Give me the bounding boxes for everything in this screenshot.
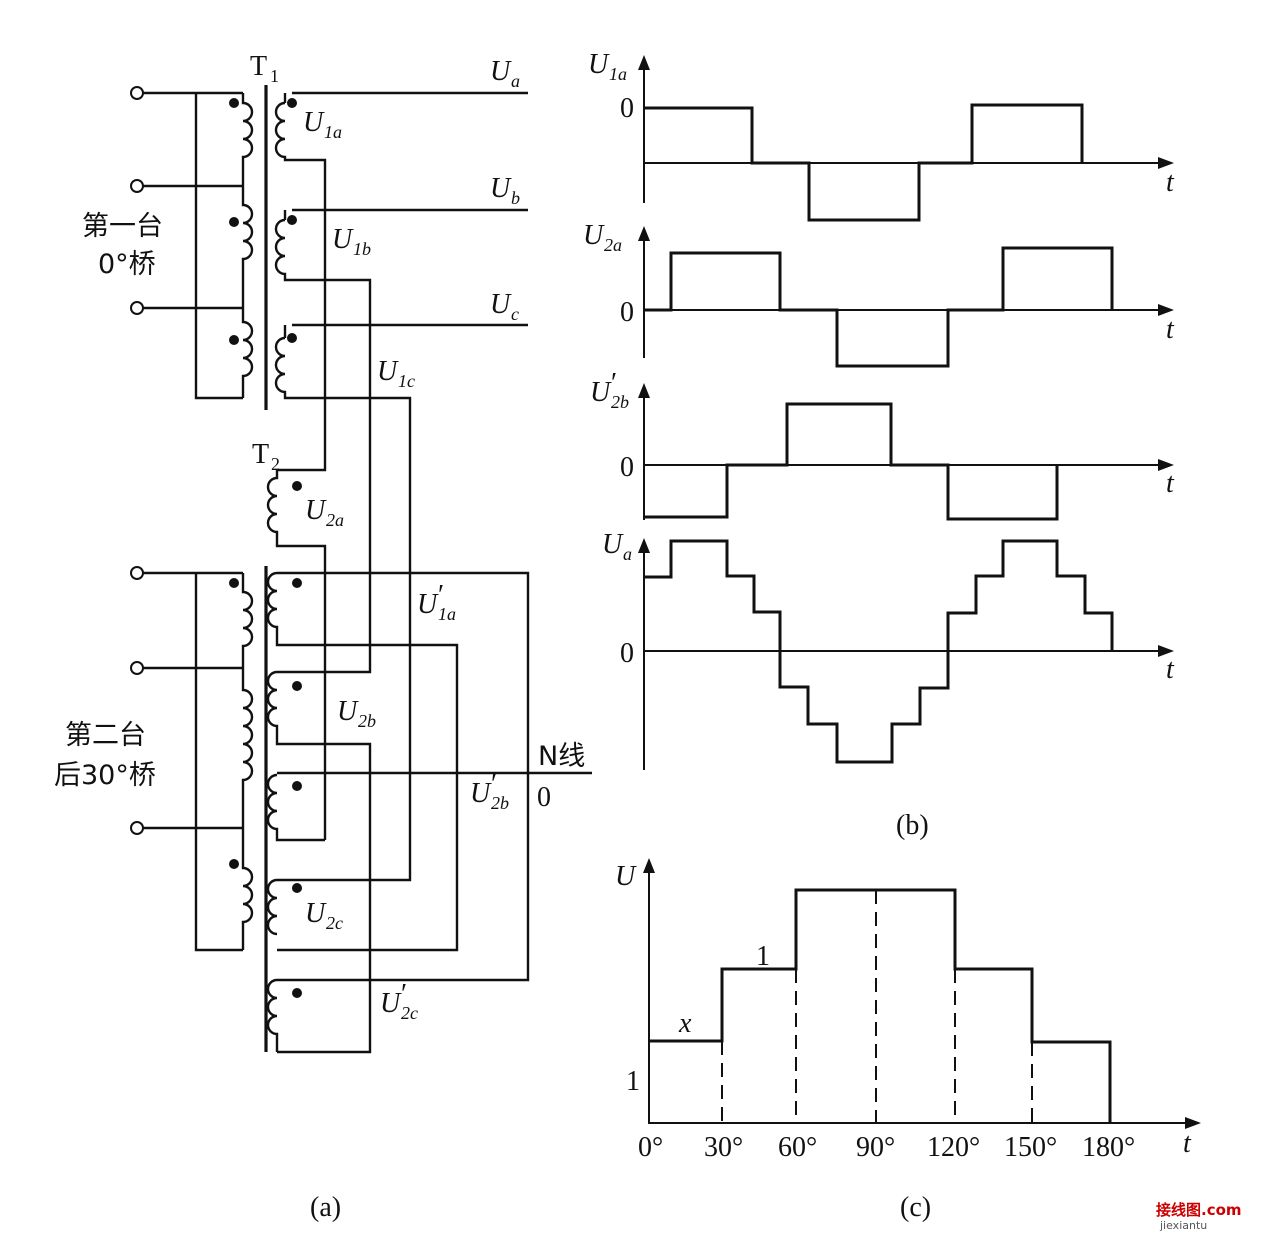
watermark: 接线图.com jiexiantu xyxy=(1156,1201,1242,1232)
wave-u1a xyxy=(644,103,1084,222)
svg-text:′: ′ xyxy=(491,769,497,800)
first-bridge-label: 第一台 xyxy=(82,211,163,242)
svg-text:2b: 2b xyxy=(611,392,629,412)
tick-120: 120° xyxy=(927,1132,980,1163)
t1-primary-coil-a xyxy=(241,93,254,186)
input-terminal-1 xyxy=(130,86,144,100)
svg-text:0: 0 xyxy=(620,638,634,669)
svg-text:2a: 2a xyxy=(604,235,622,255)
tick-150: 150° xyxy=(1004,1132,1057,1163)
svg-text:2b: 2b xyxy=(491,793,509,813)
input-terminal-2 xyxy=(130,179,144,193)
svg-text:1a: 1a xyxy=(609,64,627,84)
u2b-label: U xyxy=(337,696,359,727)
uc-output-label: U xyxy=(490,289,512,320)
svg-text:′: ′ xyxy=(438,580,444,611)
svg-text:1: 1 xyxy=(270,66,279,86)
wave-u2b-prime xyxy=(644,402,1059,521)
u2a-label: U xyxy=(305,495,327,526)
n-line-zero: 0 xyxy=(537,782,551,813)
input-terminal-6 xyxy=(130,821,144,835)
u2c-prime-label: U xyxy=(380,988,402,1019)
svg-text:t: t xyxy=(1166,314,1175,345)
svg-text:b: b xyxy=(511,188,520,208)
svg-text:a: a xyxy=(511,71,520,91)
first-bridge-angle: 0°桥 xyxy=(98,249,156,280)
chart-c-t-label: t xyxy=(1183,1128,1192,1159)
caption-b: (b) xyxy=(896,810,929,841)
svg-text:2a: 2a xyxy=(326,510,344,530)
wave-ua-sum xyxy=(644,539,1114,764)
transformer-circuit xyxy=(130,85,592,1054)
chart-c-y-label: U xyxy=(615,861,637,892)
tick-60: 60° xyxy=(778,1132,817,1163)
t1-label: T xyxy=(250,51,267,82)
u1c-label: U xyxy=(377,356,399,387)
tick-30: 30° xyxy=(704,1132,743,1163)
input-terminal-4 xyxy=(130,566,144,580)
waveforms: U 1a 0 t U 2a 0 t U ′ 2b 0 t U a 0 t (b) xyxy=(583,49,1175,841)
second-bridge-label: 第二台 xyxy=(65,720,146,751)
u2c-label: U xyxy=(305,898,327,929)
label-one-step: 1 xyxy=(756,941,770,972)
second-bridge-angle: 后30°桥 xyxy=(54,760,156,791)
ua-output-label: U xyxy=(490,56,512,87)
g2-label: U xyxy=(583,220,605,251)
caption-a: (a) xyxy=(310,1192,341,1223)
svg-text:′: ′ xyxy=(611,368,617,399)
svg-text:2: 2 xyxy=(271,454,280,474)
svg-text:c: c xyxy=(511,304,519,324)
t1-primary-coil-b xyxy=(241,186,254,308)
u1a-prime-label: U xyxy=(417,589,439,620)
staircase-wave xyxy=(649,888,1112,1123)
svg-text:0: 0 xyxy=(620,93,634,124)
svg-text:′: ′ xyxy=(401,979,407,1010)
input-terminal-5 xyxy=(130,661,144,675)
svg-text:1c: 1c xyxy=(398,371,415,391)
tick-0: 0° xyxy=(638,1132,663,1163)
svg-text:0: 0 xyxy=(620,297,634,328)
svg-text:2c: 2c xyxy=(401,1003,418,1023)
g4-label: U xyxy=(602,529,624,560)
svg-text:t: t xyxy=(1166,654,1175,685)
t1-primary-coil-c xyxy=(241,308,254,398)
circuit-labels: T 1 T 2 U a U b U c U 1a U 1b U 1c U 2a … xyxy=(54,51,585,1223)
tick-180: 180° xyxy=(1082,1132,1135,1163)
svg-text:1b: 1b xyxy=(353,239,371,259)
svg-text:jiexiantu: jiexiantu xyxy=(1159,1219,1207,1232)
tick-90: 90° xyxy=(856,1132,895,1163)
svg-text:1a: 1a xyxy=(438,604,456,624)
u2b-prime-label: U xyxy=(470,778,492,809)
ub-output-label: U xyxy=(490,173,512,204)
u1b-label: U xyxy=(332,224,354,255)
input-terminal-3 xyxy=(130,301,144,315)
u1a-label: U xyxy=(303,107,325,138)
wave-u2a xyxy=(644,246,1114,368)
g3-label: U xyxy=(590,377,612,408)
svg-text:2b: 2b xyxy=(358,711,376,731)
svg-text:接线图.com: 接线图.com xyxy=(1156,1201,1242,1219)
svg-text:1a: 1a xyxy=(324,122,342,142)
staircase-chart: U t x 1 1 0° 30° 60° 90° 120° 150° 180° … xyxy=(615,858,1201,1223)
caption-c: (c) xyxy=(900,1192,931,1223)
label-one-axis: 1 xyxy=(626,1066,640,1097)
svg-text:t: t xyxy=(1166,167,1175,198)
g1-label: U xyxy=(588,49,610,80)
t2-label: T xyxy=(252,439,269,470)
svg-text:0: 0 xyxy=(620,452,634,483)
svg-text:2c: 2c xyxy=(326,913,343,933)
label-x: x xyxy=(678,1008,692,1039)
n-line-label: N线 xyxy=(538,741,585,772)
svg-text:t: t xyxy=(1166,468,1175,499)
svg-text:a: a xyxy=(623,544,632,564)
